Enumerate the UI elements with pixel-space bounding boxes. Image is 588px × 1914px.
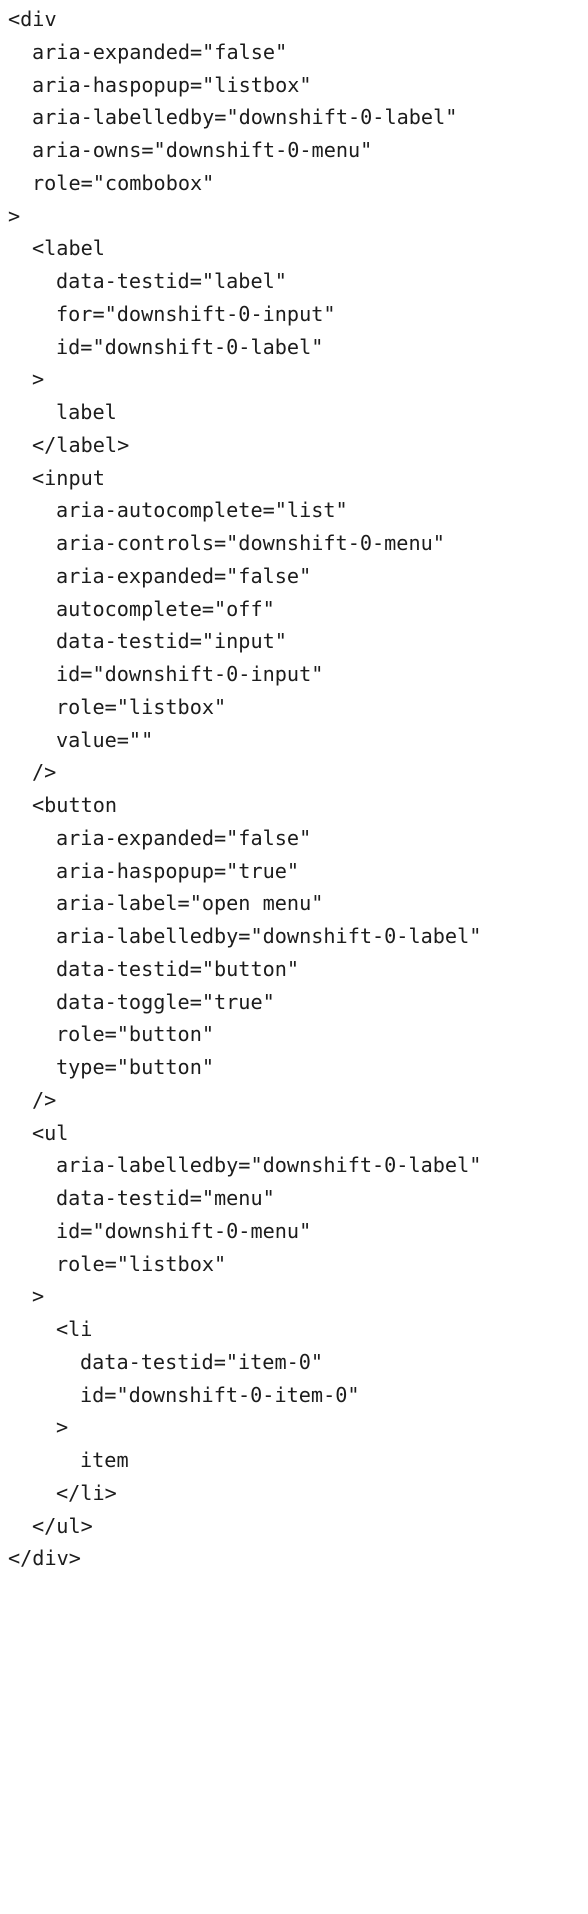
code-line: role="combobox" <box>32 170 215 195</box>
code-line: > <box>56 1415 69 1440</box>
code-line: aria-haspopup="true" <box>56 858 300 883</box>
code-line: </ul> <box>32 1513 93 1538</box>
code-line: <li <box>56 1317 93 1341</box>
code-line: aria-labelledby="downshift-0-label" <box>56 924 482 948</box>
code-line: /> <box>32 760 57 785</box>
code-line: aria-labelledby="downshift-0-label" <box>32 105 458 130</box>
code-line: data-testid="label" <box>56 269 287 293</box>
code-line: role="button" <box>56 1022 215 1047</box>
code-line: aria-controls="downshift-0-menu" <box>56 531 445 555</box>
code-line: aria-labelledby="downshift-0-label" <box>56 1153 482 1178</box>
code-line: type="button" <box>56 1055 215 1079</box>
code-line: data-toggle="true" <box>56 989 275 1014</box>
code-line: id="downshift-0-input" <box>56 662 324 686</box>
code-line: <div <box>8 7 57 31</box>
code-line: aria-expanded="false" <box>56 825 312 850</box>
code-line: role="listbox" <box>56 1251 227 1276</box>
code-line: </label> <box>32 432 130 457</box>
code-line: id="downshift-0-label" <box>56 334 324 359</box>
code-line: <button <box>32 793 118 817</box>
code-line: aria-expanded="false" <box>32 39 288 64</box>
code-line: </li> <box>56 1480 117 1505</box>
code-line: > <box>8 203 21 228</box>
code-line: data-testid="item-0" <box>80 1349 324 1374</box>
code-line: > <box>32 367 45 392</box>
code-line: /> <box>32 1087 57 1112</box>
code-line: aria-label="open menu" <box>56 891 324 916</box>
code-line: aria-expanded="false" <box>56 563 312 588</box>
code-line: for="downshift-0-input" <box>56 301 336 326</box>
code-line: data-testid="button" <box>56 956 300 981</box>
code-line: data-testid="input" <box>56 629 287 654</box>
code-line: data-testid="menu" <box>56 1186 275 1210</box>
code-line: role="listbox" <box>56 694 227 719</box>
code-line: label <box>56 400 117 424</box>
code-line: value="" <box>56 727 154 752</box>
code-line: id="downshift-0-menu" <box>56 1218 312 1243</box>
code-line: <ul <box>32 1120 69 1145</box>
code-line: id="downshift-0-item-0" <box>80 1382 360 1407</box>
code-line: > <box>32 1284 45 1309</box>
code-line: aria-autocomplete="list" <box>56 498 348 523</box>
code-line: </div> <box>8 1546 81 1571</box>
code-line: <input <box>32 465 105 490</box>
code-snippet: <div aria-expanded="false" aria-haspopup="… <box>8 7 482 1571</box>
code-line: <label <box>32 236 105 261</box>
code-line: aria-owns="downshift-0-menu" <box>32 138 373 162</box>
code-line: autocomplete="off" <box>56 596 275 621</box>
code-line: item <box>80 1448 129 1472</box>
code-line: aria-haspopup="listbox" <box>32 72 312 97</box>
